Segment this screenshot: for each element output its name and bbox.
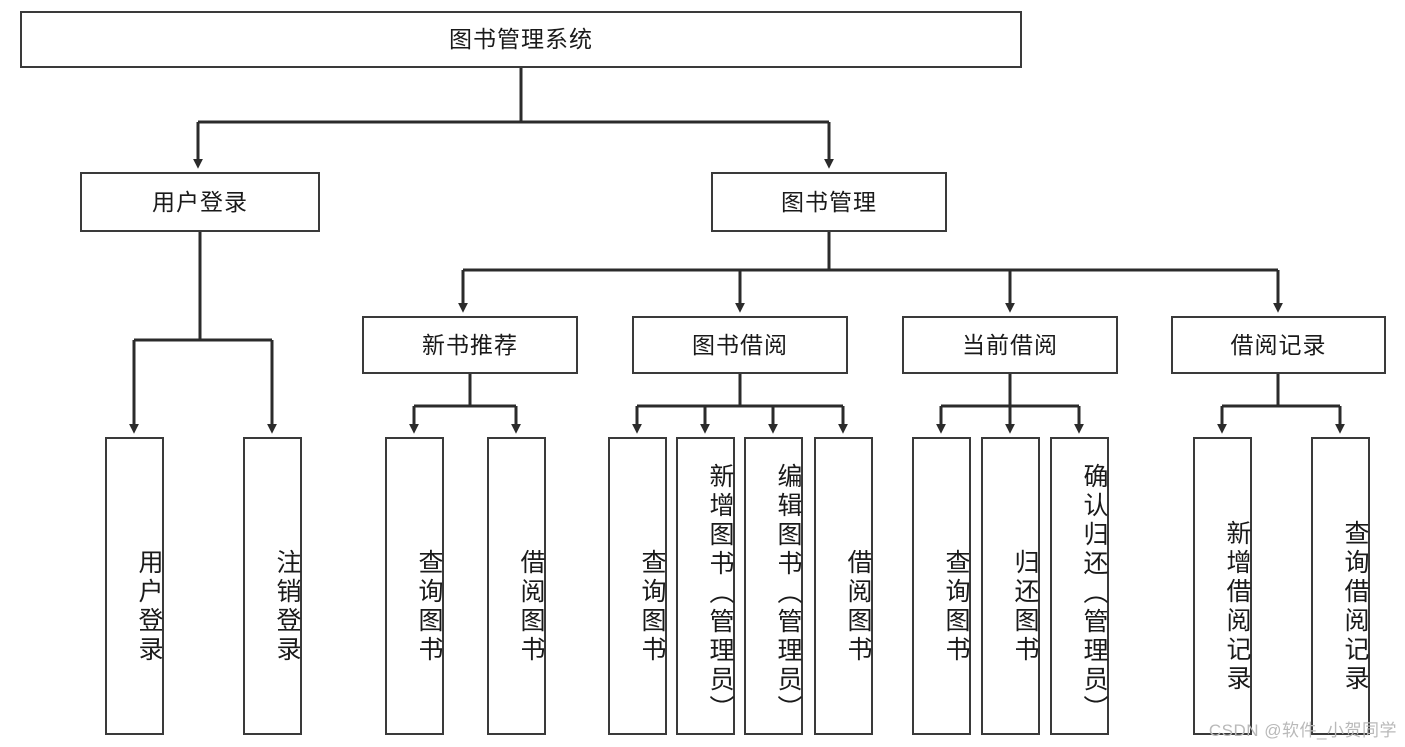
node-label: 查询图书 bbox=[415, 549, 443, 665]
node-label: 编辑图书（管理员） bbox=[774, 462, 802, 724]
node-user-login[interactable]: 用户登录 bbox=[80, 172, 320, 232]
node-label: 查询图书 bbox=[942, 549, 970, 665]
leaf-book-borrow-add-book-admin[interactable]: 新增图书（管理员） bbox=[676, 437, 735, 735]
node-label: 查询借阅记录 bbox=[1341, 520, 1369, 694]
node-label: 归还图书 bbox=[1011, 549, 1039, 665]
node-label: 新书推荐 bbox=[422, 331, 518, 358]
node-root-book-management-system[interactable]: 图书管理系统 bbox=[20, 11, 1022, 68]
leaf-borrow-record-add-record[interactable]: 新增借阅记录 bbox=[1193, 437, 1252, 735]
leaf-current-borrow-confirm-return-admin[interactable]: 确认归还（管理员） bbox=[1050, 437, 1109, 735]
leaf-current-borrow-query-book[interactable]: 查询图书 bbox=[912, 437, 971, 735]
node-book-borrow[interactable]: 图书借阅 bbox=[632, 316, 848, 374]
leaf-new-book-borrow-book[interactable]: 借阅图书 bbox=[487, 437, 546, 735]
node-current-borrow[interactable]: 当前借阅 bbox=[902, 316, 1118, 374]
leaf-book-borrow-query-book[interactable]: 查询图书 bbox=[608, 437, 667, 735]
node-label: 借阅图书 bbox=[517, 549, 545, 665]
node-label: 新增借阅记录 bbox=[1223, 520, 1251, 694]
node-label: 图书管理系统 bbox=[449, 26, 593, 53]
leaf-current-borrow-return-book[interactable]: 归还图书 bbox=[981, 437, 1040, 735]
leaf-new-book-query-book[interactable]: 查询图书 bbox=[385, 437, 444, 735]
node-label: 查询图书 bbox=[638, 549, 666, 665]
node-label: 借阅图书 bbox=[844, 549, 872, 665]
node-new-book-recommend[interactable]: 新书推荐 bbox=[362, 316, 578, 374]
leaf-user-login-login[interactable]: 用户登录 bbox=[105, 437, 164, 735]
leaf-book-borrow-borrow-book[interactable]: 借阅图书 bbox=[814, 437, 873, 735]
node-label: 用户登录 bbox=[152, 188, 248, 215]
leaf-user-login-logout[interactable]: 注销登录 bbox=[243, 437, 302, 735]
watermark-credit: CSDN @软件_小贺同学 bbox=[1208, 721, 1397, 740]
node-label: 确认归还（管理员） bbox=[1080, 462, 1108, 724]
leaf-book-borrow-edit-book-admin[interactable]: 编辑图书（管理员） bbox=[744, 437, 803, 735]
node-label: 注销登录 bbox=[273, 549, 301, 665]
leaf-borrow-record-query-record[interactable]: 查询借阅记录 bbox=[1311, 437, 1370, 735]
node-label: 当前借阅 bbox=[962, 331, 1058, 358]
node-label: 图书管理 bbox=[781, 188, 877, 215]
node-label: 图书借阅 bbox=[692, 331, 788, 358]
node-borrow-record[interactable]: 借阅记录 bbox=[1171, 316, 1386, 374]
node-label: 借阅记录 bbox=[1230, 331, 1327, 358]
node-label: 新增图书（管理员） bbox=[706, 462, 734, 724]
node-label: 用户登录 bbox=[135, 549, 163, 665]
node-book-management[interactable]: 图书管理 bbox=[711, 172, 947, 232]
